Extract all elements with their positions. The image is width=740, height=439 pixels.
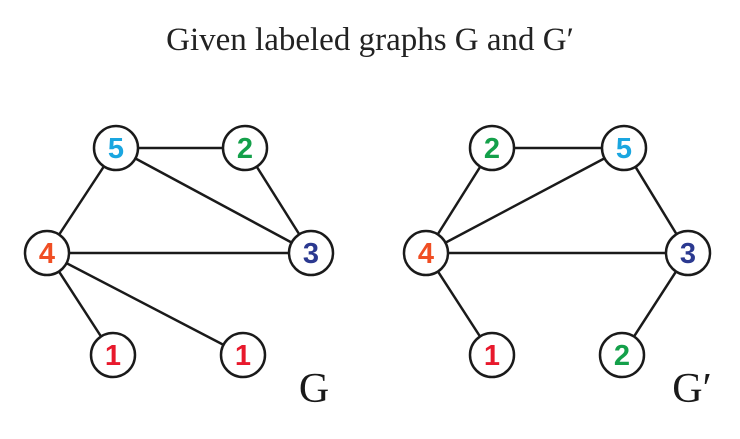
node-circle: [89, 331, 137, 379]
node-g-c: 4: [23, 229, 71, 277]
node-circle: [402, 229, 450, 277]
node-label: 1: [484, 340, 500, 372]
node-circle: [598, 331, 646, 379]
edge-g-c-f: [46, 251, 244, 357]
node-circle: [468, 331, 516, 379]
node-label: 5: [616, 133, 632, 165]
node-label: 4: [418, 238, 434, 270]
node-label: 5: [108, 133, 124, 165]
node-label: 1: [235, 340, 251, 372]
node-label: 2: [614, 340, 630, 372]
node-g-prime-c: 4: [402, 229, 450, 277]
node-g-prime-f: 2: [598, 331, 646, 379]
node-label: 2: [237, 133, 253, 165]
graph-name-g-prime: G′: [672, 366, 712, 412]
node-g-prime-d: 3: [664, 229, 712, 277]
graph-g-prime: 2 5 4 3 1 2G′: [402, 124, 712, 412]
node-label: 2: [484, 133, 500, 165]
node-circle: [287, 229, 335, 277]
node-g-prime-e: 1: [468, 331, 516, 379]
node-circle: [468, 124, 516, 172]
node-circle: [221, 124, 269, 172]
graph-g: 5 2 4 3 1 1G: [23, 124, 335, 412]
node-label: 4: [39, 238, 55, 270]
node-circle: [23, 229, 71, 277]
node-g-prime-b: 5: [600, 124, 648, 172]
node-g-b: 2: [221, 124, 269, 172]
node-g-prime-a: 2: [468, 124, 516, 172]
graph-name-g: G: [299, 366, 329, 412]
node-g-f: 1: [219, 331, 267, 379]
node-g-e: 1: [89, 331, 137, 379]
edge-g-a-d: [115, 146, 312, 255]
node-g-d: 3: [287, 229, 335, 277]
node-label: 3: [680, 238, 696, 270]
node-g-a: 5: [92, 124, 140, 172]
node-circle: [92, 124, 140, 172]
edge-g-prime-b-c: [425, 146, 625, 255]
node-label: 3: [303, 238, 319, 270]
diagram-title: Given labeled graphs G and G′: [166, 22, 574, 58]
node-circle: [600, 124, 648, 172]
node-circle: [664, 229, 712, 277]
node-circle: [219, 331, 267, 379]
node-label: 1: [105, 340, 121, 372]
